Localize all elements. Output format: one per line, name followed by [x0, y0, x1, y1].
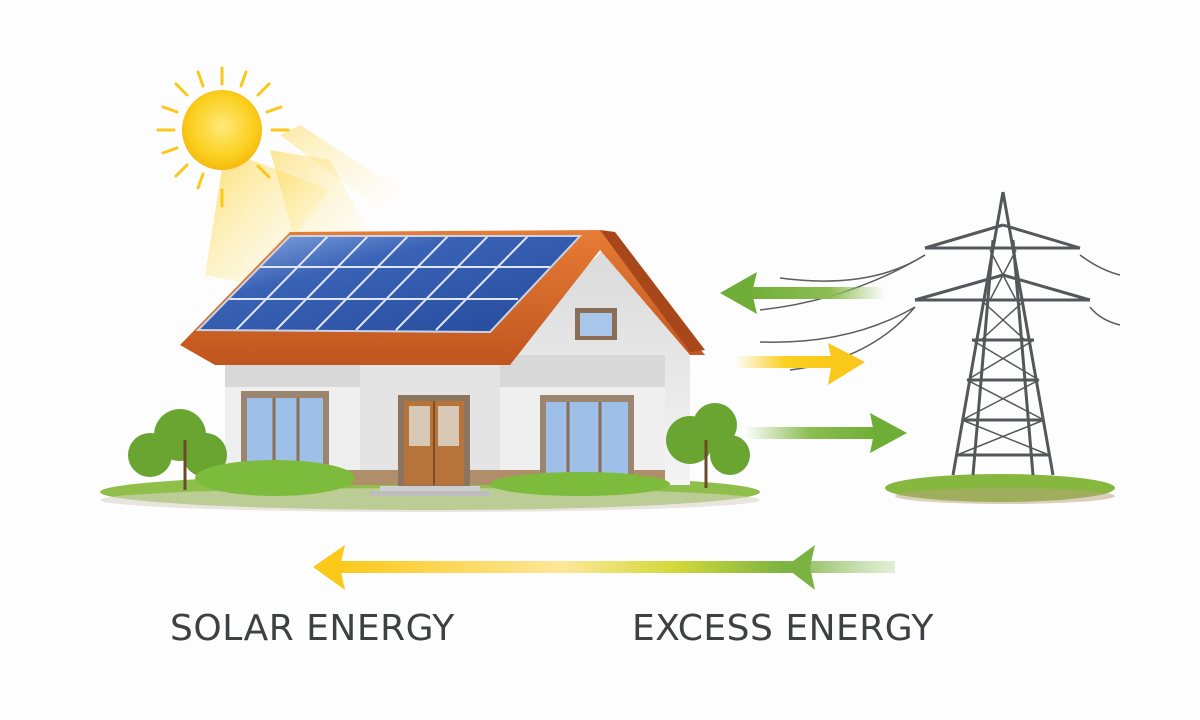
house-illustration [100, 230, 760, 512]
excess-energy-label: EXCESS ENERGY [632, 608, 934, 649]
solar-energy-label: SOLAR ENERGY [170, 608, 455, 649]
solar-panel [195, 235, 583, 334]
house-to-grid-solar-arrow [735, 343, 865, 385]
power-tower-illustration [759, 191, 1121, 504]
grid-to-house-bottom-arrow [313, 545, 895, 590]
grid-to-house-arrow [720, 272, 885, 314]
house-to-grid-excess-arrow [745, 413, 907, 453]
